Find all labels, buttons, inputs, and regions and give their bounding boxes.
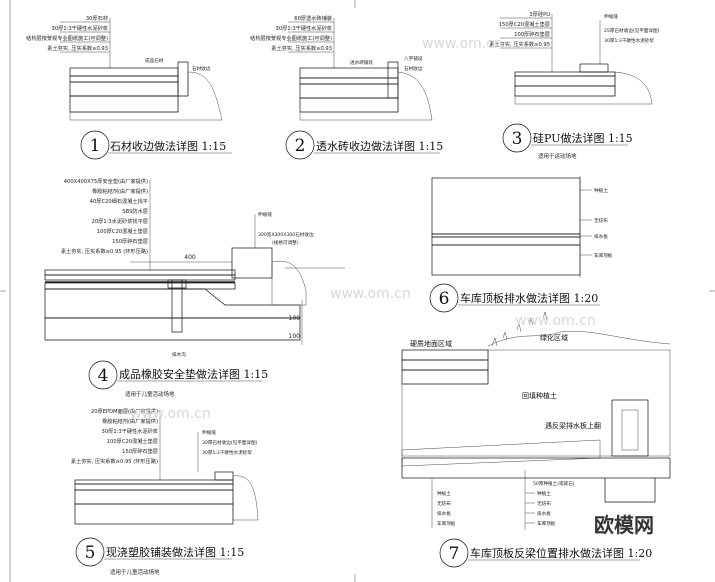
detail-1-note-3: 结构层按景观专业图纸施工(可调整): [26, 34, 108, 42]
detail-6: 种植土 无纺布 排水板 车库顶板 6 车库顶板排水做法详图 1:20: [429, 176, 613, 313]
detail-2-title: 透水砖收边做法详图 1:15: [316, 139, 443, 153]
detail-5-number-circle: [75, 537, 105, 567]
detail-4-callout-4: 排水沟: [172, 351, 186, 358]
detail-7-label-4: 遇反梁排水板上翻: [545, 421, 601, 430]
detail-5-title: 现浇塑胶铺装做法详图 1:15: [106, 545, 244, 559]
detail-5-note-3: 30厚1:3干硬性水泥砂浆: [102, 427, 158, 435]
detail-3: 3厚硅PU 150厚C20混凝土垫层 100厚碎石垫层 素土夯实, 压实系数≥0…: [489, 10, 659, 160]
detail-3-subtitle: 适用于运动场地: [538, 152, 577, 160]
detail-2-callout-1: 透水砖铺装: [350, 59, 373, 66]
detail-7-number-circle: [439, 538, 469, 568]
detail-7-number: 7: [449, 544, 460, 564]
detail-7-label-3: 回填种植土: [522, 391, 557, 400]
detail-4-note-6: 100厚C20混凝土垫层: [97, 227, 148, 235]
detail-2-note-4: 素土夯实, 压实系数≥0.93: [271, 44, 332, 52]
detail-7-layer-3: 无纺布: [437, 500, 451, 507]
detail-1-note-2: 30厚1:3干硬性水泥砂浆: [52, 24, 108, 32]
detail-7-layer-1: 种植土: [437, 490, 451, 497]
detail-1-note-1: 30厚石材: [86, 14, 108, 22]
detail-3-callout-1: 伸缩缝: [604, 13, 618, 20]
detail-5-callout-3: 30厚1:3干硬性水泥砂浆: [202, 449, 252, 456]
detail-6-layer-4: 车库顶板: [594, 252, 613, 259]
detail-2-callout-2: 八字铺设: [404, 55, 423, 62]
detail-7: 硬质地面区域 绿化区域 回填种植土 遇反梁排水板上翻 种植土 50厚种植土(或碎…: [401, 311, 671, 568]
detail-7-title: 车库顶板反梁位置排水做法详图 1:20: [470, 546, 652, 560]
detail-4-callout-3: (规格可调整): [272, 239, 299, 246]
detail-3-note-4: 素土夯实, 压实系数≥0.95: [489, 40, 550, 48]
detail-7-layer-5b: 车库顶板: [537, 520, 556, 527]
detail-7-label-1: 硬质地面区域: [410, 339, 452, 348]
detail-6-number-circle: [429, 283, 459, 313]
detail-4-subtitle: 适用于儿童活动场地: [125, 390, 175, 398]
detail-4-callout-1: 伸缩缝: [258, 211, 272, 218]
detail-4: 400X400X75厚安全垫(由厂家提供) 橡胶粘结剂(由厂家提供) 40厚C2…: [44, 177, 345, 398]
detail-3-callout-2: 25厚石材收边(见平面详图): [604, 27, 660, 34]
detail-5: 20厚EPDM面层(由厂家提供) 橡胶粘结剂(由厂家提供) 30厚1:3干硬性水…: [71, 407, 259, 576]
detail-7-layer-4: 排水板: [437, 510, 451, 517]
watermark-1: www.om.cn: [422, 36, 503, 52]
detail-4-note-2: 橡胶粘结剂(由厂家提供): [92, 187, 148, 195]
detail-5-callout-2: 30厚石材收边(见平面详图): [202, 439, 258, 446]
detail-4-note-3: 40厚C20细石混凝土找平: [90, 197, 148, 205]
detail-2-note-1: 60厚透水砖铺装: [294, 14, 332, 22]
watermark-3: www.om.cn: [515, 313, 596, 329]
detail-5-note-4: 100厚C20混凝土垫层: [107, 437, 158, 445]
detail-5-subtitle: 适用于儿童活动场地: [110, 568, 160, 576]
detail-1-number: 1: [90, 136, 101, 156]
detail-4-note-4: SBS防水层: [122, 207, 148, 215]
detail-2-number: 2: [295, 136, 306, 156]
detail-4-dimension-1: 400: [184, 254, 196, 261]
detail-4-title: 成品橡胶安全垫做法详图 1:15: [119, 367, 268, 381]
detail-4-number: 4: [98, 366, 109, 386]
detail-2-note-2: 30厚1:3干硬性水泥砂浆: [276, 24, 332, 32]
detail-3-title: 硅PU做法详图 1:15: [533, 131, 633, 145]
detail-6-number: 6: [439, 289, 450, 309]
detail-1-number-circle: [80, 130, 110, 160]
detail-5-callout-1: 伸缩缝: [202, 429, 216, 436]
detail-5-note-5: 150厚碎石垫层: [122, 447, 158, 455]
detail-4-number-circle: [88, 360, 118, 390]
detail-6-layer-1: 种植土: [594, 187, 608, 194]
detail-2-note-3: 结构层按景观专业图纸施工(可调整): [250, 34, 332, 42]
detail-3-callout-3: 30厚1:3干硬性水泥砂浆: [604, 37, 654, 44]
brand-logo: 欧模网: [594, 513, 654, 537]
detail-3-number: 3: [512, 129, 523, 149]
detail-3-note-1: 3厚硅PU: [529, 10, 550, 18]
detail-1-callout-2: 石材收边: [192, 65, 211, 72]
detail-4-dimension-3: 100: [289, 333, 301, 340]
detail-4-note-7: 150厚碎石垫层: [112, 237, 148, 245]
detail-1-callout-1: 成品石材: [145, 57, 164, 64]
detail-5-note-6: 素土夯实, 压实系数≥0.95 (环形压路): [71, 457, 158, 465]
detail-6-layer-3: 排水板: [594, 233, 608, 240]
detail-2-number-circle: [285, 130, 315, 160]
detail-7-layer-4b: 排水板: [537, 510, 551, 517]
detail-7-layer-5: 车库顶板: [437, 520, 456, 527]
detail-4-callout-2: 300宽X300X300石材收边: [258, 231, 314, 238]
detail-6-title: 车库顶板排水做法详图 1:20: [460, 291, 598, 305]
detail-1: 30厚石材 30厚1:3干硬性水泥砂浆 结构层按景观专业图纸施工(可调整) 素土…: [26, 14, 232, 160]
detail-2: 60厚透水砖铺装 30厚1:3干硬性水泥砂浆 结构层按景观专业图纸施工(可调整)…: [250, 14, 443, 160]
detail-6-layer-2: 无纺布: [594, 217, 608, 224]
detail-5-note-1: 20厚EPDM面层(由厂家提供): [91, 407, 158, 415]
detail-3-note-3: 100厚碎石垫层: [514, 30, 550, 38]
detail-5-number: 5: [85, 543, 96, 563]
detail-4-dimension-2: 100: [289, 315, 301, 322]
detail-4-note-1: 400X400X75厚安全垫(由厂家提供): [64, 177, 148, 185]
watermark-4: www.om.cn: [130, 406, 211, 422]
detail-7-label-2: 绿化区域: [540, 333, 568, 342]
watermark-2: www.om.cn: [330, 286, 411, 302]
detail-3-number-circle: [502, 123, 532, 153]
detail-1-note-4: 素土夯实, 压实系数≥0.93: [47, 44, 108, 52]
detail-5-note-2: 橡胶粘结剂(由厂家提供): [102, 417, 158, 425]
detail-7-layer-1b: 种植土: [537, 490, 551, 497]
detail-3-note-2: 150厚C20混凝土垫层: [499, 20, 550, 28]
detail-7-layer-2: 50厚种植土(或碎石): [533, 480, 575, 487]
detail-2-callout-3: 石材收边: [404, 65, 423, 72]
detail-7-layer-3b: 无纺布: [537, 500, 551, 507]
detail-4-note-8: 素土夯实, 压实系数≥0.95 (环形压路): [61, 247, 148, 255]
detail-4-note-5: 20厚1:3水泥砂浆找平层: [92, 217, 148, 225]
detail-1-title: 石材收边做法详图 1:15: [110, 139, 226, 153]
